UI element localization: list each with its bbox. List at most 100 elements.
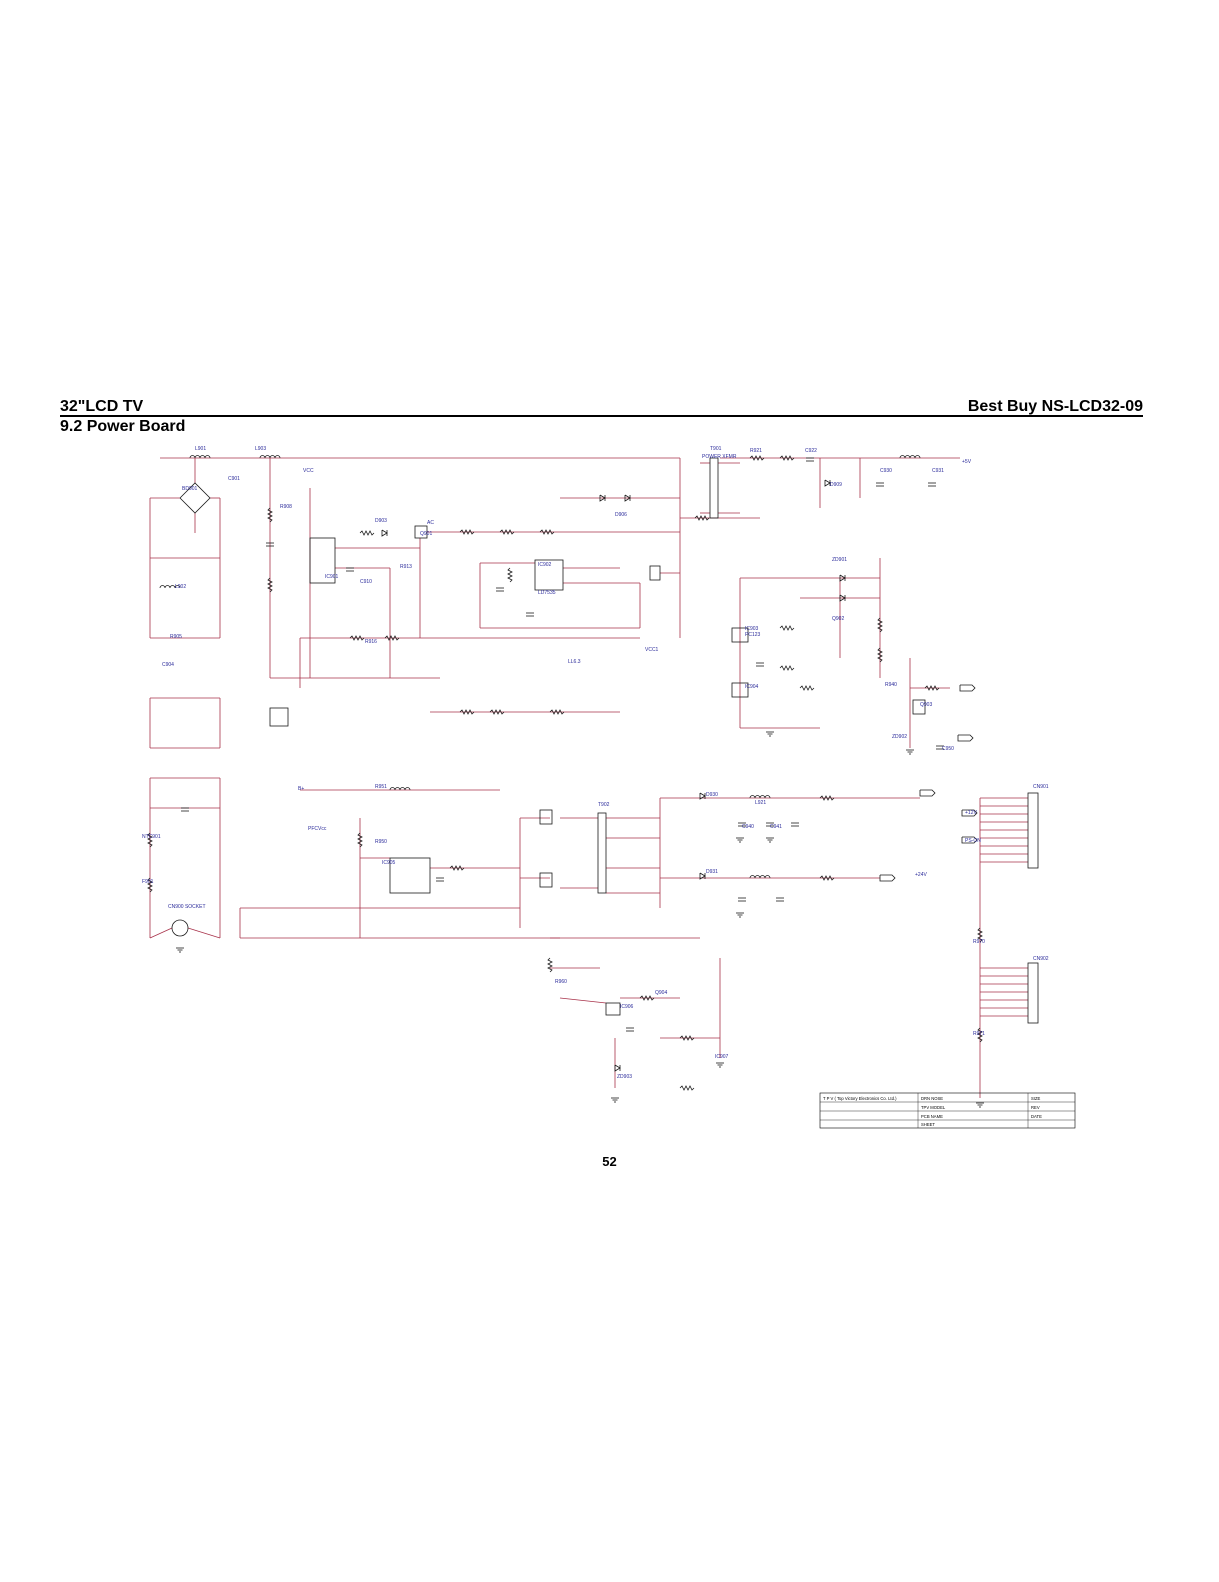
label-c922: C922 <box>805 448 817 454</box>
label-d903: D903 <box>375 518 387 524</box>
label-r970: R970 <box>973 939 985 945</box>
diode-symbol <box>839 574 846 582</box>
label-ic904: IC904 <box>745 684 759 690</box>
schematic-wires <box>149 457 1028 1098</box>
diode-symbol <box>839 594 846 602</box>
component-labels: L901 BD901 C901 L902 L903 R905 C904 R908… <box>142 446 1049 1080</box>
ic906-optocoupler <box>605 1002 621 1016</box>
tb-size: SIZE <box>1031 1096 1041 1101</box>
ntc901-resistor <box>147 832 153 848</box>
diode-symbol <box>824 479 831 487</box>
5v-port-right <box>961 809 978 817</box>
label-ps-on: PS-ON <box>965 838 981 844</box>
label-bd901: BD901 <box>182 486 198 492</box>
label-d930: D930 <box>706 792 718 798</box>
label-r905: R905 <box>170 634 182 640</box>
page-title: 32"LCD TV <box>60 398 144 415</box>
ic903-optocoupler <box>731 627 749 643</box>
r931-resistor <box>489 709 505 715</box>
label-power-xfmr: POWER XFMR <box>702 454 737 460</box>
page-number: 52 <box>602 1154 617 1169</box>
wire-segment <box>559 997 607 1004</box>
r972-resistor <box>679 1035 695 1041</box>
diode-symbol <box>699 872 706 880</box>
label-q901: Q901 <box>420 531 432 537</box>
label-pc123: PC123 <box>745 632 761 638</box>
label-5v: +5V <box>962 459 972 465</box>
label-vcc1: VCC1 <box>645 647 659 653</box>
label-cn900: CN900 SOCKET <box>168 904 206 910</box>
label-ic901: IC901 <box>325 574 339 580</box>
label-cn902: CN902 <box>1033 956 1049 962</box>
label-c910: C910 <box>360 579 372 585</box>
q911-mosfet <box>539 872 553 888</box>
r951-resistor <box>357 832 363 848</box>
label-cn901: CN901 <box>1033 784 1049 790</box>
cn901-connector <box>1027 792 1039 869</box>
label-l902: L902 <box>175 584 186 590</box>
power-board-schematic: L901 BD901 C901 L902 L903 R905 C904 R908… <box>142 446 1076 1129</box>
label-ic905: IC905 <box>382 860 396 866</box>
r970-resistor <box>639 995 655 1001</box>
label-d909: D909 <box>830 482 842 488</box>
bridge-rectifier <box>179 482 211 514</box>
r918-resistor <box>539 529 555 535</box>
label-r971: R971 <box>973 1031 985 1037</box>
r924-resistor <box>507 567 513 583</box>
label-l921: L921 <box>755 800 766 806</box>
title-block: T P V ( Top Victory Electronics Co. Ltd.… <box>819 1092 1076 1129</box>
label-zd901: ZD901 <box>832 557 847 563</box>
r942-resistor <box>779 625 795 631</box>
diode-symbol <box>381 529 388 537</box>
label-ll63: LL6.3 <box>568 659 581 665</box>
l904-coil-box <box>269 707 289 727</box>
tb-rev: REV <box>1031 1105 1040 1110</box>
label-pfcvcc: PFCVcc <box>308 826 327 832</box>
24v-port <box>919 789 936 797</box>
r930-resistor <box>459 709 475 715</box>
l905-inductor <box>899 455 921 459</box>
tb-company: T P V ( Top Victory Electronics Co. Ltd.… <box>823 1096 897 1101</box>
label-ic903: IC903 <box>745 626 759 632</box>
label-r940: R940 <box>885 682 897 688</box>
r940-resistor <box>694 515 710 521</box>
q901-mosfet <box>414 525 428 539</box>
r955-resistor <box>449 865 465 871</box>
r913-resistor <box>359 530 375 536</box>
label-r950: R950 <box>375 839 387 845</box>
cn900-socket <box>171 919 189 937</box>
q902-switch <box>649 565 661 581</box>
label-f901: F901 <box>142 879 154 885</box>
q910-mosfet <box>539 809 553 825</box>
label-c930: C930 <box>880 468 892 474</box>
12v-port <box>879 874 896 882</box>
r908-resistor <box>267 577 273 593</box>
label-l903: L903 <box>255 446 266 452</box>
diode-symbol <box>699 792 706 800</box>
tb-pcb: PCB NAME <box>921 1114 943 1119</box>
r916-resistor <box>459 529 475 535</box>
label-ld7535: LD7535 <box>538 590 556 596</box>
label-c940: C940 <box>742 824 754 830</box>
wire-segment <box>149 927 173 939</box>
section-title: 9.2 Power Board <box>60 418 186 435</box>
label-d931: D931 <box>706 869 718 875</box>
r935-resistor <box>749 455 765 461</box>
label-c931: C931 <box>932 468 944 474</box>
ic901-controller <box>309 537 336 584</box>
r980-resistor <box>977 927 983 943</box>
r943-resistor <box>779 665 795 671</box>
r944-resistor <box>799 685 815 691</box>
r917-resistor <box>499 529 515 535</box>
model-title: Best Buy NS-LCD32-09 <box>967 398 1143 415</box>
label-l901: L901 <box>195 446 206 452</box>
label-ic907: IC907 <box>715 1054 729 1060</box>
l903-inductor <box>259 455 281 459</box>
tb-drn: DRN NOSE <box>921 1096 943 1101</box>
label-t902: T902 <box>598 802 610 808</box>
label-d906: D906 <box>615 512 627 518</box>
l901-inductor <box>189 455 211 459</box>
r960-resistor <box>819 795 835 801</box>
r921-resistor <box>384 635 400 641</box>
